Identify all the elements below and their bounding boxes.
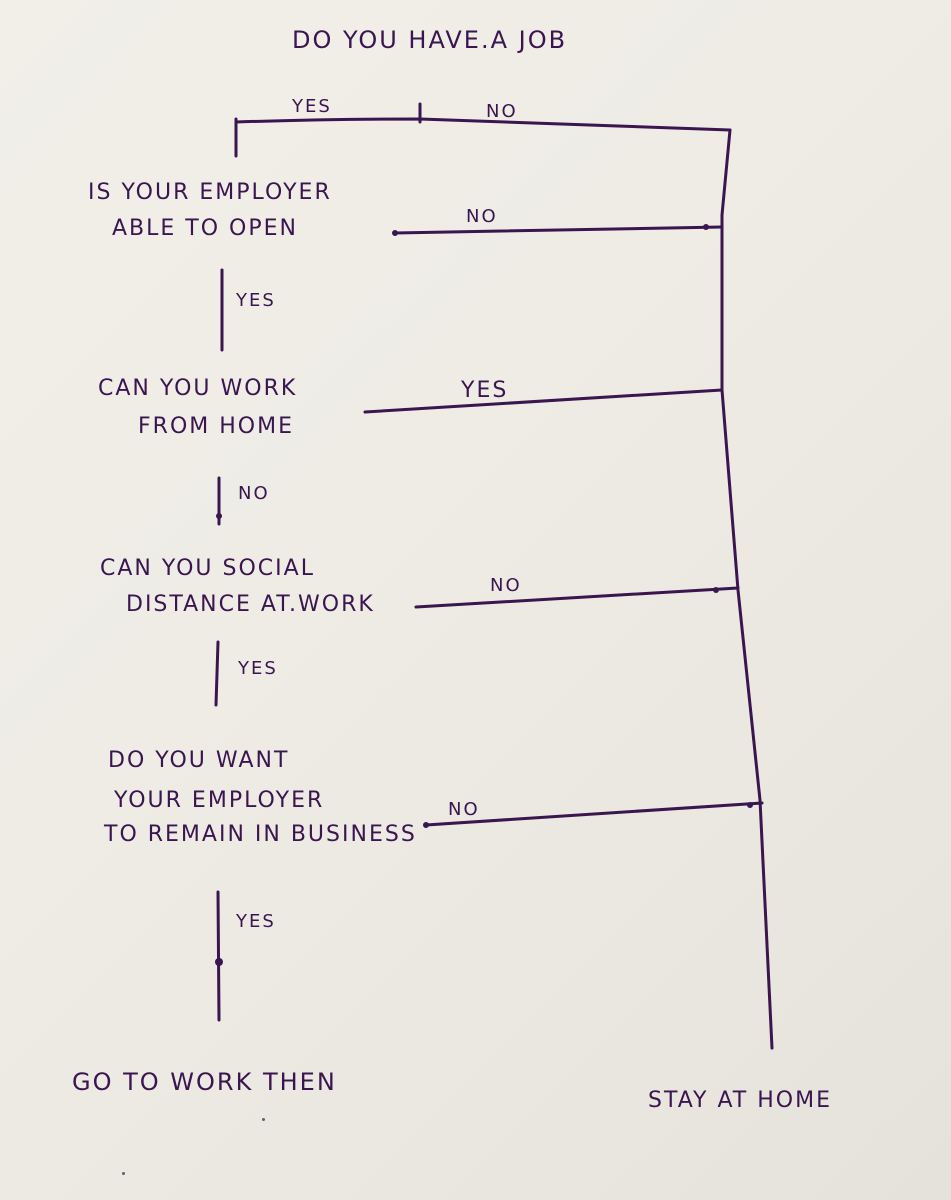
q2-down-dot [216,513,222,519]
question-3: CAN YOU SOCIAL DISTANCE AT.WORK [100,558,375,616]
q4-down-line [216,890,221,1022]
question-1-line-1: IS YOUR EMPLOYER [88,180,332,205]
q2-yes-label: YES [461,378,509,403]
top-branch-line [234,117,732,132]
question-4-line-3: TO REMAIN IN BUSINESS [104,822,417,847]
q2-no-label: NO [238,483,270,504]
question-3-line-1: CAN YOU SOCIAL [100,556,315,581]
question-2: CAN YOU WORK FROM HOME [98,378,297,438]
outcome-stay-at-home: STAY AT HOME [648,1088,832,1113]
q4-join-dot [747,802,753,808]
q4-down-dot [215,958,223,966]
q1-no-branch-line [393,225,724,235]
q4-no-label: NO [448,799,480,820]
q1-branch-dot [392,230,398,236]
top-no-label: NO [486,101,518,122]
question-4: DO YOU WANT YOUR EMPLOYER TO REMAIN IN B… [104,748,417,846]
question-2-line-1: CAN YOU WORK [98,376,298,401]
q2-yes-branch-line [363,388,724,414]
q3-no-branch-line [414,586,740,609]
question-3-line-2: DISTANCE AT.WORK [126,592,375,617]
top-yes-label: YES [292,96,332,117]
q1-no-label: NO [466,206,498,227]
q3-no-label: NO [490,575,522,596]
question-4-line-1: DO YOU WANT [108,748,290,773]
q4-no-branch-line [424,801,764,827]
question-4-line-2: YOUR EMPLOYER [114,788,325,813]
q3-yes-label: YES [238,658,278,679]
q1-yes-label: YES [236,290,276,311]
q3-down-line [214,640,220,707]
question-1: IS YOUR EMPLOYER ABLE TO OPEN [88,182,332,240]
diagram-title: DO YOU HAVE.A JOB [292,26,568,54]
question-2-line-2: FROM HOME [138,414,294,439]
q4-yes-label: YES [236,911,276,932]
outcome-go-to-work: GO TO WORK THEN [72,1068,337,1096]
right-main-line [720,128,774,1050]
q3-join-dot [713,587,719,593]
ink-speck [122,1172,125,1175]
q1-join-dot [703,224,709,230]
question-1-line-2: ABLE TO OPEN [112,216,298,241]
q4-branch-dot [423,822,429,828]
ink-speck [262,1118,265,1121]
